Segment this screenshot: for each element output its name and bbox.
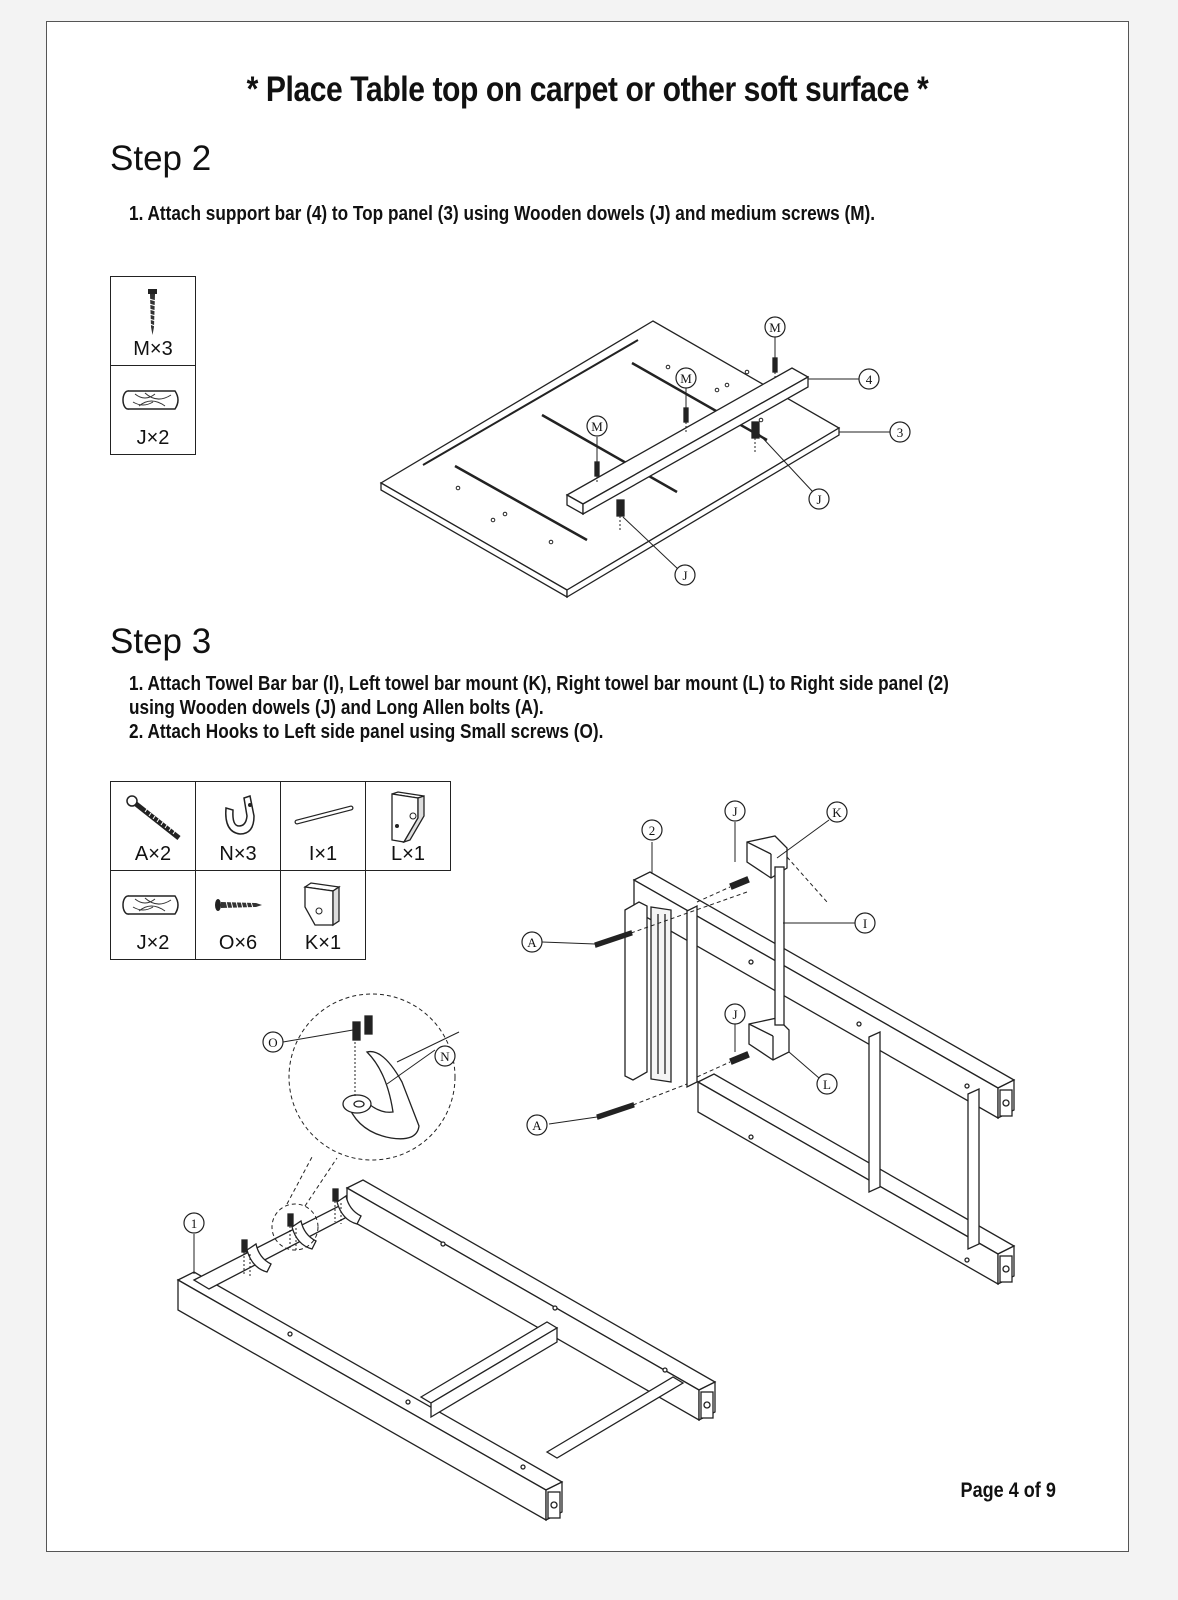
callout-2: 2 <box>649 823 656 838</box>
left-mount-icon <box>303 882 341 927</box>
step3-parts-table: A×2 N×3 I×1 <box>110 781 451 960</box>
part-cell-m: M×3 <box>110 276 196 366</box>
callout-j-bottom: J <box>732 1007 737 1022</box>
hook-icon <box>225 795 255 835</box>
callout-o: O <box>268 1035 277 1050</box>
step2-instruction-1: 1. Attach support bar (4) to Top panel (… <box>129 203 876 225</box>
page-number: Page 4 of 9 <box>960 1479 1056 1502</box>
step3-instruction-2: 2. Attach Hooks to Left side panel using… <box>129 721 604 743</box>
instruction-page: * Place Table top on carpet or other sof… <box>46 21 1129 1552</box>
part-label-j: J×2 <box>136 427 170 449</box>
callout-1: 1 <box>191 1216 198 1231</box>
part-cell-l: L×1 <box>365 781 451 871</box>
part-cell-k: K×1 <box>280 870 366 960</box>
callout-a-bottom: A <box>532 1118 542 1133</box>
step2-parts-table: M×3 J×2 <box>110 276 196 455</box>
callout-i: I <box>863 916 867 931</box>
step2-diagram: M M M 4 3 J J <box>379 316 911 599</box>
part-label-j2: J×2 <box>136 932 170 954</box>
callout-m-3: M <box>769 320 781 335</box>
right-mount-icon <box>391 791 425 844</box>
step3-instruction-1: 1. Attach Towel Bar bar (I), Left towel … <box>129 673 949 695</box>
step3-instruction-1-cont: using Wooden dowels (J) and Long Allen b… <box>129 697 544 719</box>
callout-m-1: M <box>591 419 603 434</box>
part-label-m: M×3 <box>133 338 173 360</box>
callout-m-2: M <box>680 371 692 386</box>
step2-title: Step 2 <box>110 139 212 178</box>
callout-4: 4 <box>866 372 873 387</box>
part-label-n: N×3 <box>219 843 257 865</box>
callout-n: N <box>440 1049 450 1064</box>
allen-bolt-icon <box>126 795 181 840</box>
part-cell-j2: J×2 <box>110 870 196 960</box>
part-cell-i: I×1 <box>280 781 366 871</box>
callout-j-1: J <box>816 492 821 507</box>
part-label-a: A×2 <box>134 843 172 865</box>
part-label-i: I×1 <box>308 843 338 865</box>
surface-notice: * Place Table top on carpet or other sof… <box>246 70 929 109</box>
callout-a-top: A <box>527 935 537 950</box>
part-cell-a: A×2 <box>110 781 196 871</box>
dowel-icon <box>122 390 179 410</box>
callout-3: 3 <box>897 425 904 440</box>
towel-bar-icon <box>294 805 354 825</box>
part-label-k: K×1 <box>304 932 342 954</box>
part-label-o: O×6 <box>218 932 258 954</box>
part-cell-j: J×2 <box>110 365 196 455</box>
dowel-icon <box>122 895 179 915</box>
step3-diagram: 2 J K I A J A L O N 1 <box>176 800 1016 1522</box>
callout-l: L <box>823 1077 831 1092</box>
step3-title: Step 3 <box>110 622 212 661</box>
callout-j-2: J <box>682 568 687 583</box>
small-screw-icon <box>215 899 262 911</box>
callout-j-top: J <box>732 804 737 819</box>
screw-icon <box>148 289 157 335</box>
part-label-l: L×1 <box>391 843 425 865</box>
callout-k: K <box>832 805 842 820</box>
